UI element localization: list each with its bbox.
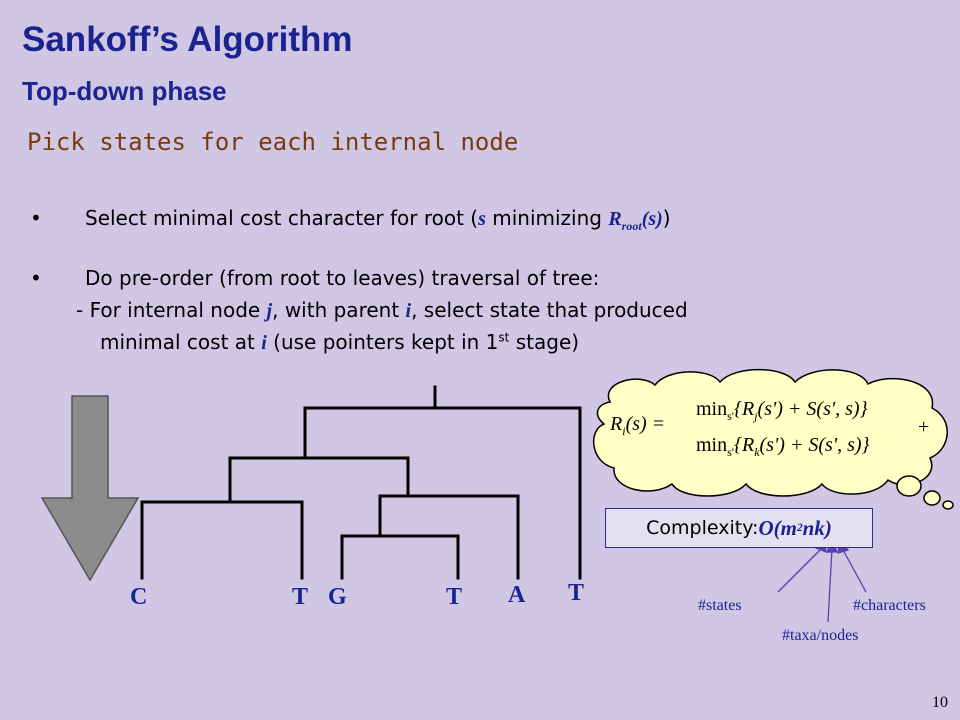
bullet-preorder-line1: Do pre-order (from root to leaves) trave… (85, 266, 600, 290)
bullet-root-selection: Select minimal cost character for root (… (85, 206, 671, 233)
annotation-states: #states (698, 597, 742, 614)
leaf-label-3: G (328, 584, 347, 610)
thought-cloud (592, 368, 954, 510)
leaf-label-4: T (446, 584, 463, 610)
bullet-marker-2: • (30, 266, 42, 290)
formula-line2: mins'{Rk(s') + S(s', s)} (696, 434, 870, 459)
bullet-preorder-line2: - For internal node j, with parent i, se… (76, 298, 688, 322)
formula-lhs: Ri(s) = (610, 413, 666, 438)
formula-plus: + (918, 416, 930, 438)
leaf-label-6: T (568, 580, 585, 606)
leaf-label-5: A (508, 582, 526, 608)
slide-title: Sankoff’s Algorithm (22, 20, 353, 59)
phylogenetic-tree (140, 385, 582, 580)
slide-subtitle: Top-down phase (22, 76, 227, 106)
leaf-label-1: C (130, 584, 148, 610)
annotation-characters: #characters (853, 597, 926, 614)
leaf-label-2: T (292, 584, 309, 610)
section-heading: Pick states for each internal node (27, 128, 519, 156)
page-number: 10 (932, 694, 948, 711)
down-arrow-icon (40, 395, 140, 582)
bullet-marker-1: • (30, 206, 42, 230)
formula-line1: mins'​{Rj(s') + S(s', s)} (696, 398, 868, 423)
annotation-taxa: #taxa/nodes (782, 627, 859, 644)
bullet-preorder-line3: minimal cost at i (use pointers kept in … (100, 330, 580, 354)
